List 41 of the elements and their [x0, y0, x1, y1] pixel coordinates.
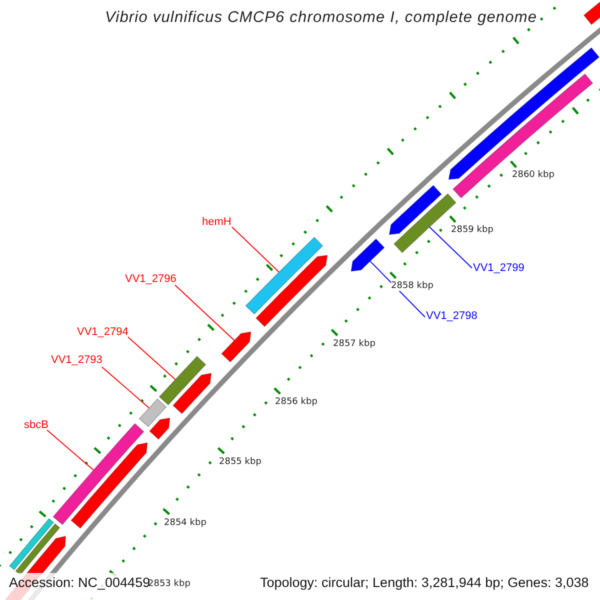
leader-line [174, 284, 235, 341]
gene-block [452, 73, 594, 198]
gene-pentagon [350, 238, 385, 272]
leader-line [232, 226, 280, 273]
gene-pentagon [255, 254, 328, 328]
scale-label: 2855 kbp [219, 458, 262, 467]
gene-block [8, 518, 54, 570]
gene-block [52, 423, 144, 526]
genome-stats-text: Topology: circular; Length: 3,281,944 bp; Genes: 3,038 [260, 576, 589, 590]
gene-label: VV1_2798 [426, 311, 478, 322]
scale-label: 2856 kbp [275, 398, 318, 407]
gene-pentagon [172, 372, 212, 414]
leader-line [46, 430, 94, 471]
gene-pentagon [448, 47, 600, 180]
gene-label: VV1_2793 [51, 355, 102, 366]
gene-block [245, 236, 324, 315]
leader-line [128, 336, 176, 380]
gene-block [15, 523, 60, 576]
leader-line [429, 226, 472, 268]
leader-line [102, 366, 150, 408]
gene-pentagon [583, 0, 600, 26]
title: Vibrio vulnificus CMCP6 chromosome I, complete genome [104, 10, 538, 26]
scale-label: 2859 kbp [451, 226, 494, 235]
gene-pentagon [388, 184, 442, 236]
scale-label: 2853 kbp [148, 580, 190, 589]
gene-block [158, 356, 206, 406]
scale-label: 2854 kbp [164, 519, 206, 528]
gene-label: VV1_2796 [125, 274, 176, 285]
scale-label: 2860 kbp [512, 171, 554, 180]
gene-label: sbcB [24, 420, 48, 431]
leader-line [370, 260, 426, 318]
gene-pentagon [221, 331, 252, 363]
gene-pentagon [70, 442, 148, 529]
gene-label: VV1_2799 [473, 263, 524, 274]
gene-pentagon [149, 418, 170, 440]
gene-label: hemH [202, 217, 232, 228]
gene-label: VV1_2794 [77, 327, 128, 338]
scale-label: 2858 kbp [391, 282, 434, 291]
accession-text: Accession: NC_004459 [9, 576, 150, 590]
gene-block [138, 398, 167, 428]
scale-label: 2857 kbp [333, 340, 376, 349]
